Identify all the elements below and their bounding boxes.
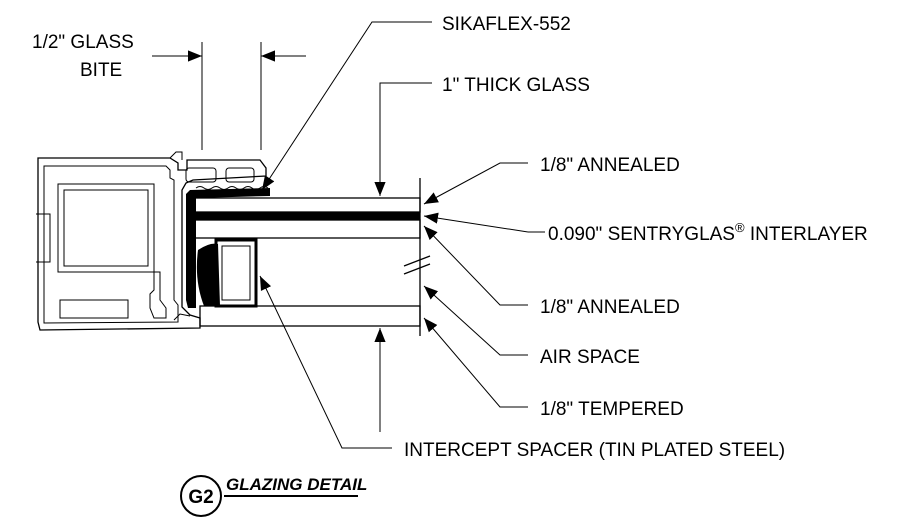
detail-title-block: G2 GLAZING DETAIL [180, 475, 367, 517]
aluminum-frame-profile [36, 151, 267, 331]
interlayer-label: 0.090" SENTRYGLAS® INTERLAYER [548, 220, 868, 245]
air-space-callout: AIR SPACE [423, 285, 640, 368]
sealant-callout: SIKAFLEX-552 [261, 14, 571, 191]
annealed-bottom-label: 1/8" ANNEALED [540, 297, 680, 318]
interlayer-callout: 0.090" SENTRYGLAS® INTERLAYER [423, 212, 868, 245]
annealed-bottom-callout: 1/8" ANNEALED [423, 225, 680, 318]
glass-bite-label-line1: 1/2" GLASS [32, 32, 134, 53]
glass-bite-label-line2: BITE [80, 60, 122, 81]
spacer-callout: INTERCEPT SPACER (TIN PLATED STEEL) [259, 275, 785, 461]
intercept-spacer [214, 238, 258, 308]
interlayer-registered-mark: ® [735, 220, 745, 235]
sealant-label: SIKAFLEX-552 [442, 14, 571, 35]
glass-thickness-dimension: 1" THICK GLASS [374, 75, 590, 432]
glass-bite-dimension: 1/2" GLASS BITE [32, 32, 306, 150]
detail-tag: G2 [188, 487, 213, 508]
tempered-callout: 1/8" TEMPERED [423, 317, 684, 420]
annealed-top-label: 1/8" ANNEALED [540, 155, 680, 176]
detail-tag-circle [180, 475, 222, 517]
detail-title: GLAZING DETAIL [226, 475, 367, 494]
annealed-top-callout: 1/8" ANNEALED [423, 155, 680, 205]
spacer-label: INTERCEPT SPACER (TIN PLATED STEEL) [404, 440, 785, 461]
break-marks [403, 255, 431, 275]
air-space-label: AIR SPACE [540, 347, 640, 368]
interlayer-label-end: INTERLAYER [745, 224, 868, 245]
interlayer-label-main: 0.090" SENTRYGLAS [548, 224, 735, 245]
thick-glass-label: 1" THICK GLASS [442, 75, 590, 96]
insulated-glass-unit [193, 178, 421, 336]
tempered-label: 1/8" TEMPERED [540, 399, 684, 420]
